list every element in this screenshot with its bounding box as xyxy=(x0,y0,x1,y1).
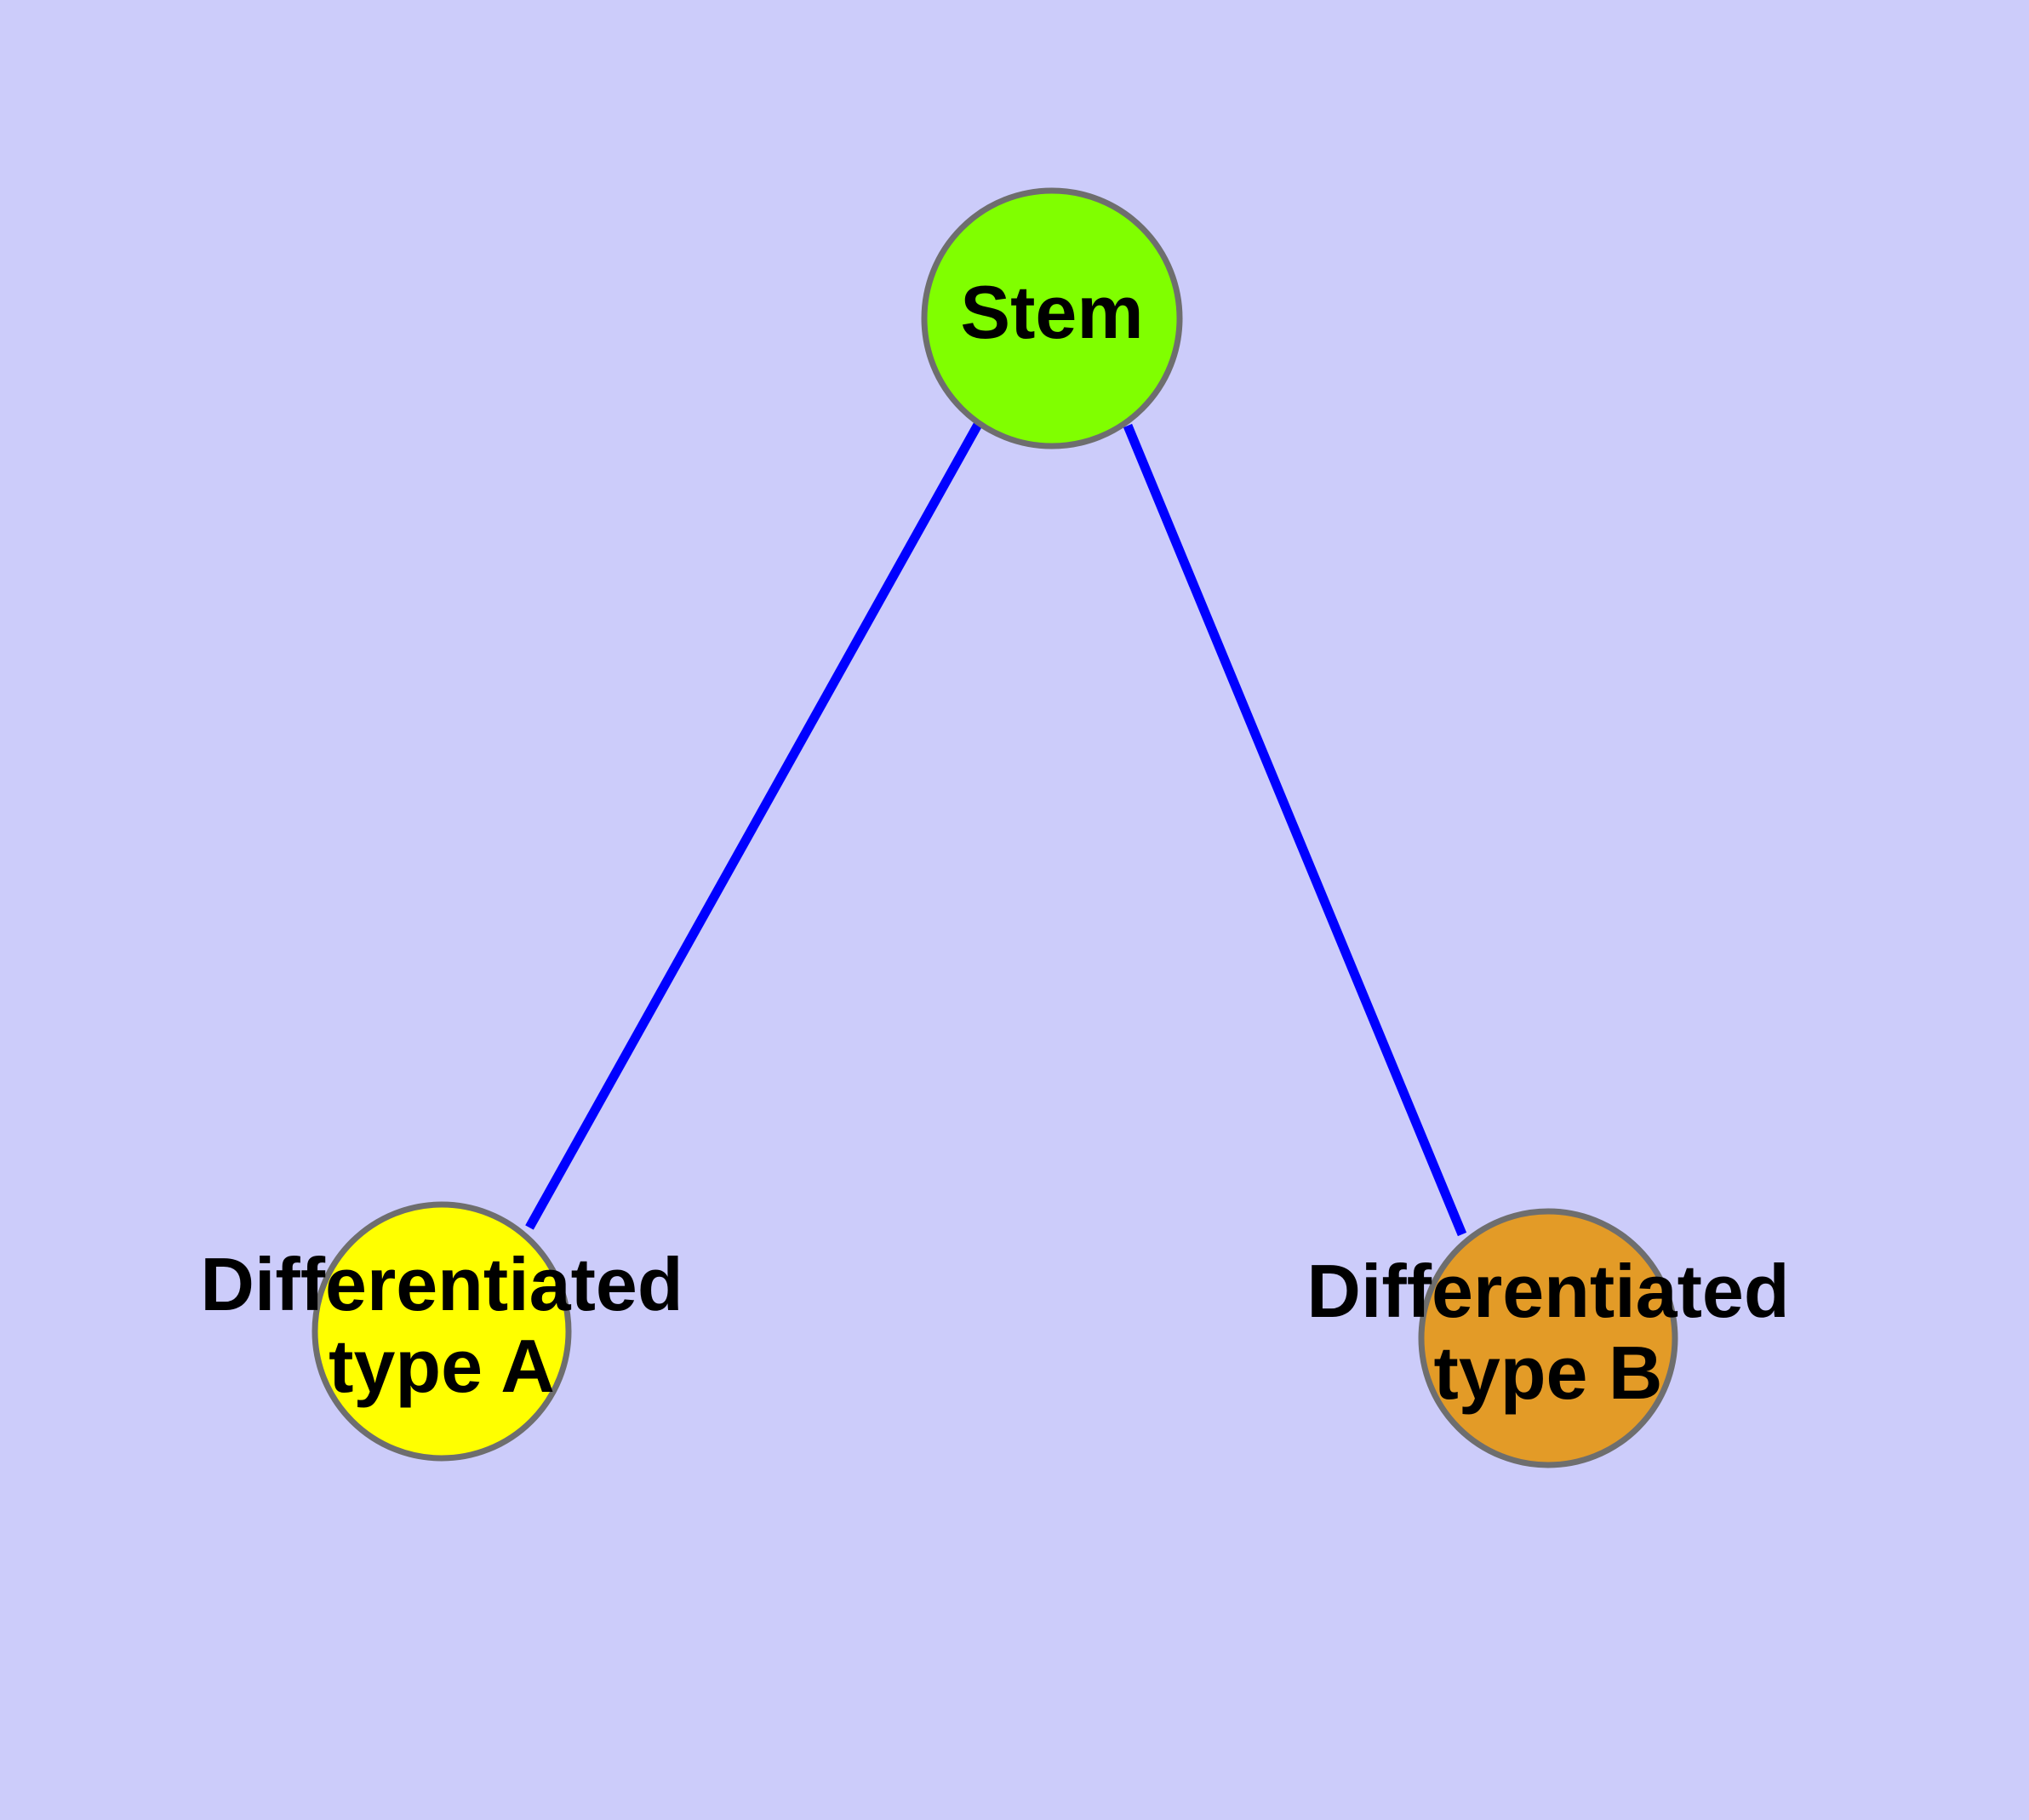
graph-edge-stem-to-type-a[interactable] xyxy=(525,421,983,1230)
graph-node-differentiated-type-b[interactable] xyxy=(1418,1208,1678,1468)
graph-node-label-line: type B xyxy=(1434,1331,1663,1415)
graph-node-label-line: type A xyxy=(329,1324,555,1408)
graph-node-label-line: Differentiated xyxy=(200,1242,683,1326)
graph-node-label-stem: Stem xyxy=(960,270,1143,354)
graph-node-differentiated-type-a[interactable] xyxy=(311,1201,572,1462)
graph-node-label-line: Differentiated xyxy=(1306,1249,1789,1333)
graph-node-label-line: Stem xyxy=(960,270,1143,354)
graph-node-stem[interactable] xyxy=(921,187,1183,449)
edges-layer xyxy=(525,421,1467,1237)
nodes-layer xyxy=(311,187,1678,1468)
graph-edge-stem-to-type-b[interactable] xyxy=(1123,423,1467,1237)
